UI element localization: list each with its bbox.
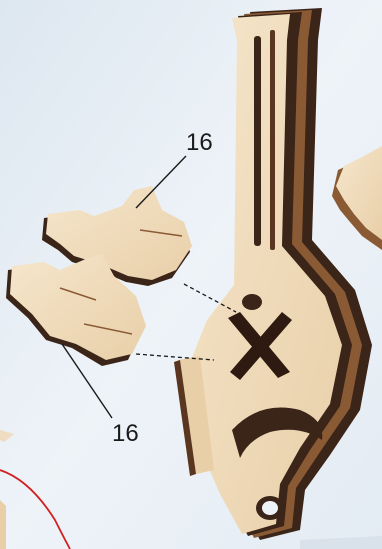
partial-part-bottom-left	[0, 500, 6, 549]
callout-label-upper: 16	[186, 131, 213, 155]
callout-label-lower: 16	[112, 422, 139, 446]
